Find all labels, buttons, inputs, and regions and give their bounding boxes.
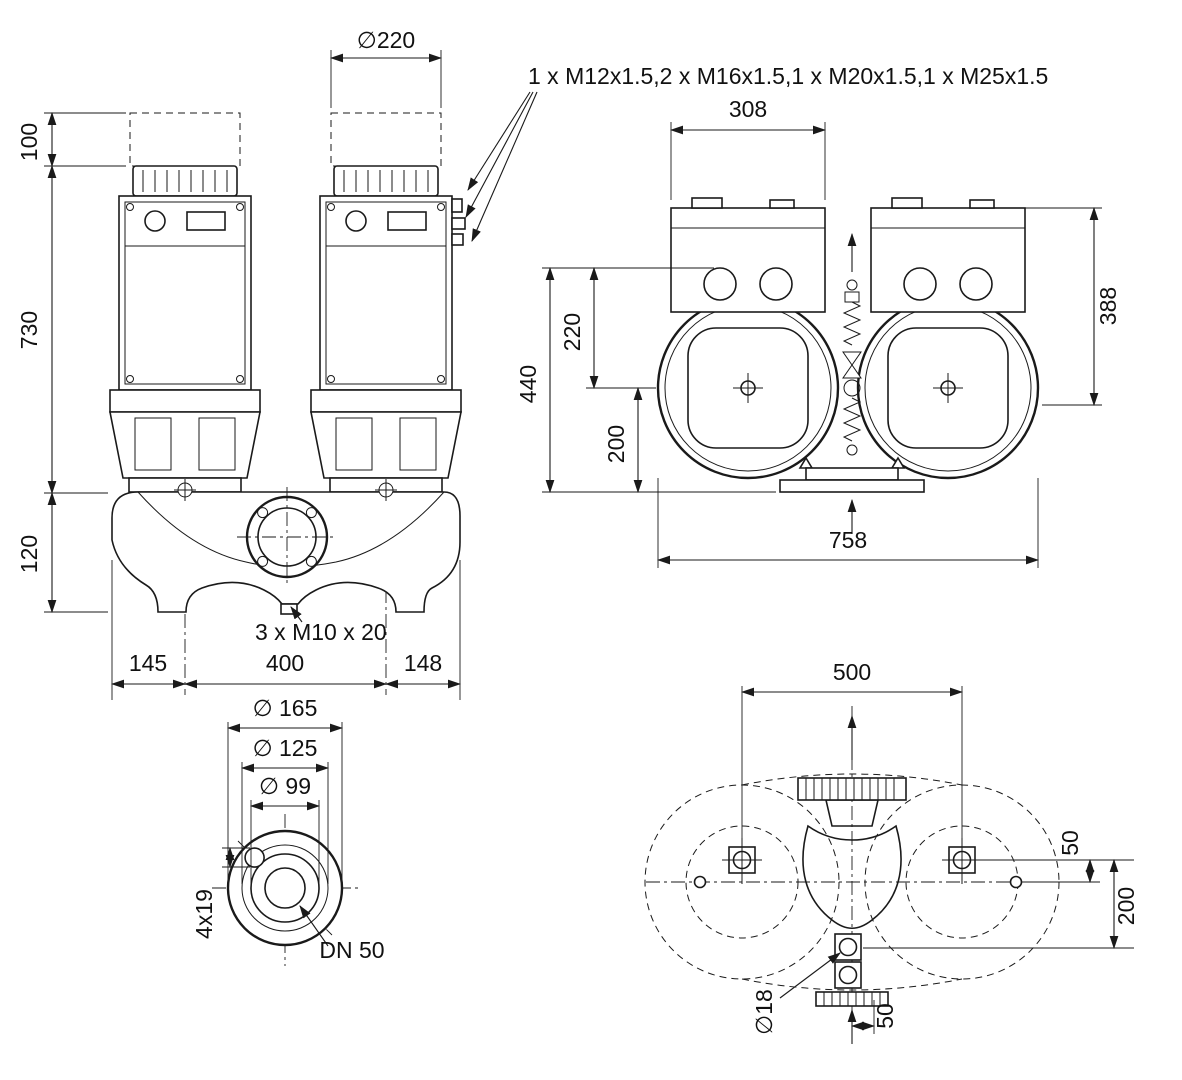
casing-lug-right [1009, 875, 1023, 889]
dim-label-730: 730 [16, 311, 42, 349]
foot-rear [815, 933, 889, 1044]
dim-388: 388 [1025, 206, 1121, 407]
foot-right [942, 838, 982, 884]
dim-200: 200 [603, 386, 643, 494]
drain-callout: 3 x M10 x 20 [255, 606, 387, 645]
dim-308: 308 [669, 96, 827, 200]
dim-bottom-widths: 145 400 148 [110, 560, 462, 700]
side-view: 308 388 440 220 200 758 [515, 96, 1121, 568]
motor-unit-left [109, 165, 261, 493]
dim-dia125: ∅ 125 [240, 735, 330, 884]
base-plate [779, 456, 925, 534]
dim-label-dia125: ∅ 125 [253, 735, 318, 761]
dim-50-rear: 50 [850, 1000, 898, 1034]
dim-label-200: 200 [603, 425, 629, 463]
dim-label-758: 758 [829, 527, 867, 553]
dim-dia99: ∅ 99 [249, 773, 321, 884]
dim-bolt-holes: 4x19 [191, 846, 250, 939]
lantern-bolt-right [375, 479, 397, 501]
front-view: ∅220 100 730 120 145 400 148 [16, 27, 466, 700]
dim-label-50-offset: 50 [1057, 830, 1083, 856]
bolt-circle [241, 844, 329, 932]
dim-removal-dia: ∅220 [329, 27, 443, 108]
dn50-label: DN 50 [319, 937, 384, 963]
top-flange-plan [797, 714, 907, 801]
cable-gland-nubs [451, 198, 466, 246]
dim-200-depth: 200 [863, 858, 1139, 950]
gland-callout: 1 x M12x1.5,2 x M16x1.5,1 x M20x1.5,1 x … [465, 63, 1048, 243]
dim-label-308: 308 [729, 96, 767, 122]
dim-label-120: 120 [16, 535, 42, 573]
drain-callout-label: 3 x M10 x 20 [255, 619, 387, 645]
dim-label-500: 500 [833, 659, 871, 685]
dim-label-388: 388 [1095, 287, 1121, 325]
center-pipework [842, 232, 862, 456]
dim-500: 500 [740, 659, 964, 845]
dim-label-148: 148 [404, 650, 442, 676]
dim-50-offset: 50 [976, 830, 1134, 884]
dim-440: 440 [515, 266, 776, 494]
dim-height-730: 730 [16, 164, 108, 495]
flange-detail-view: ∅ 165 ∅ 125 ∅ 99 4x19 DN 50 [191, 695, 385, 966]
dim-label-4x19: 4x19 [191, 889, 217, 939]
side-motor-left [656, 196, 840, 480]
dim-label-100: 100 [16, 123, 42, 161]
dim-label-200-depth: 200 [1113, 887, 1139, 925]
dn-callout: DN 50 [299, 905, 385, 963]
bore-circle [264, 867, 306, 909]
spring-lower [842, 397, 862, 442]
plan-view: 500 50 200 ∅18 50 [644, 659, 1139, 1044]
dim-dia165: ∅ 165 [226, 695, 344, 884]
dim-hole-dia18: ∅18 [751, 952, 841, 1035]
dim-label-dia99: ∅ 99 [259, 773, 311, 799]
gland-callout-label: 1 x M12x1.5,2 x M16x1.5,1 x M20x1.5,1 x … [528, 63, 1048, 89]
dim-base-120: 120 [16, 491, 108, 614]
dim-label-145: 145 [129, 650, 167, 676]
dim-label-dia165: ∅ 165 [253, 695, 318, 721]
lantern-bolt-left [174, 479, 196, 501]
pilot-circle [250, 853, 320, 923]
foot-left [722, 838, 762, 884]
dim-label-440: 440 [515, 365, 541, 403]
motor-unit-right [310, 165, 462, 493]
dim-label-dia220: ∅220 [357, 27, 415, 53]
casing-lug-left [693, 875, 707, 889]
dim-758: 758 [656, 478, 1040, 568]
dim-clearance-100: 100 [16, 111, 126, 168]
bolt-hole [244, 847, 265, 868]
side-motor-right [856, 196, 1040, 480]
dim-label-400: 400 [266, 650, 304, 676]
dim-label-50-rear: 50 [872, 1003, 898, 1029]
suction-flange [237, 487, 337, 587]
dim-220: 220 [559, 266, 656, 390]
dim-label-dia18: ∅18 [751, 989, 777, 1035]
spring-upper [842, 301, 862, 346]
dim-label-220: 220 [559, 313, 585, 351]
